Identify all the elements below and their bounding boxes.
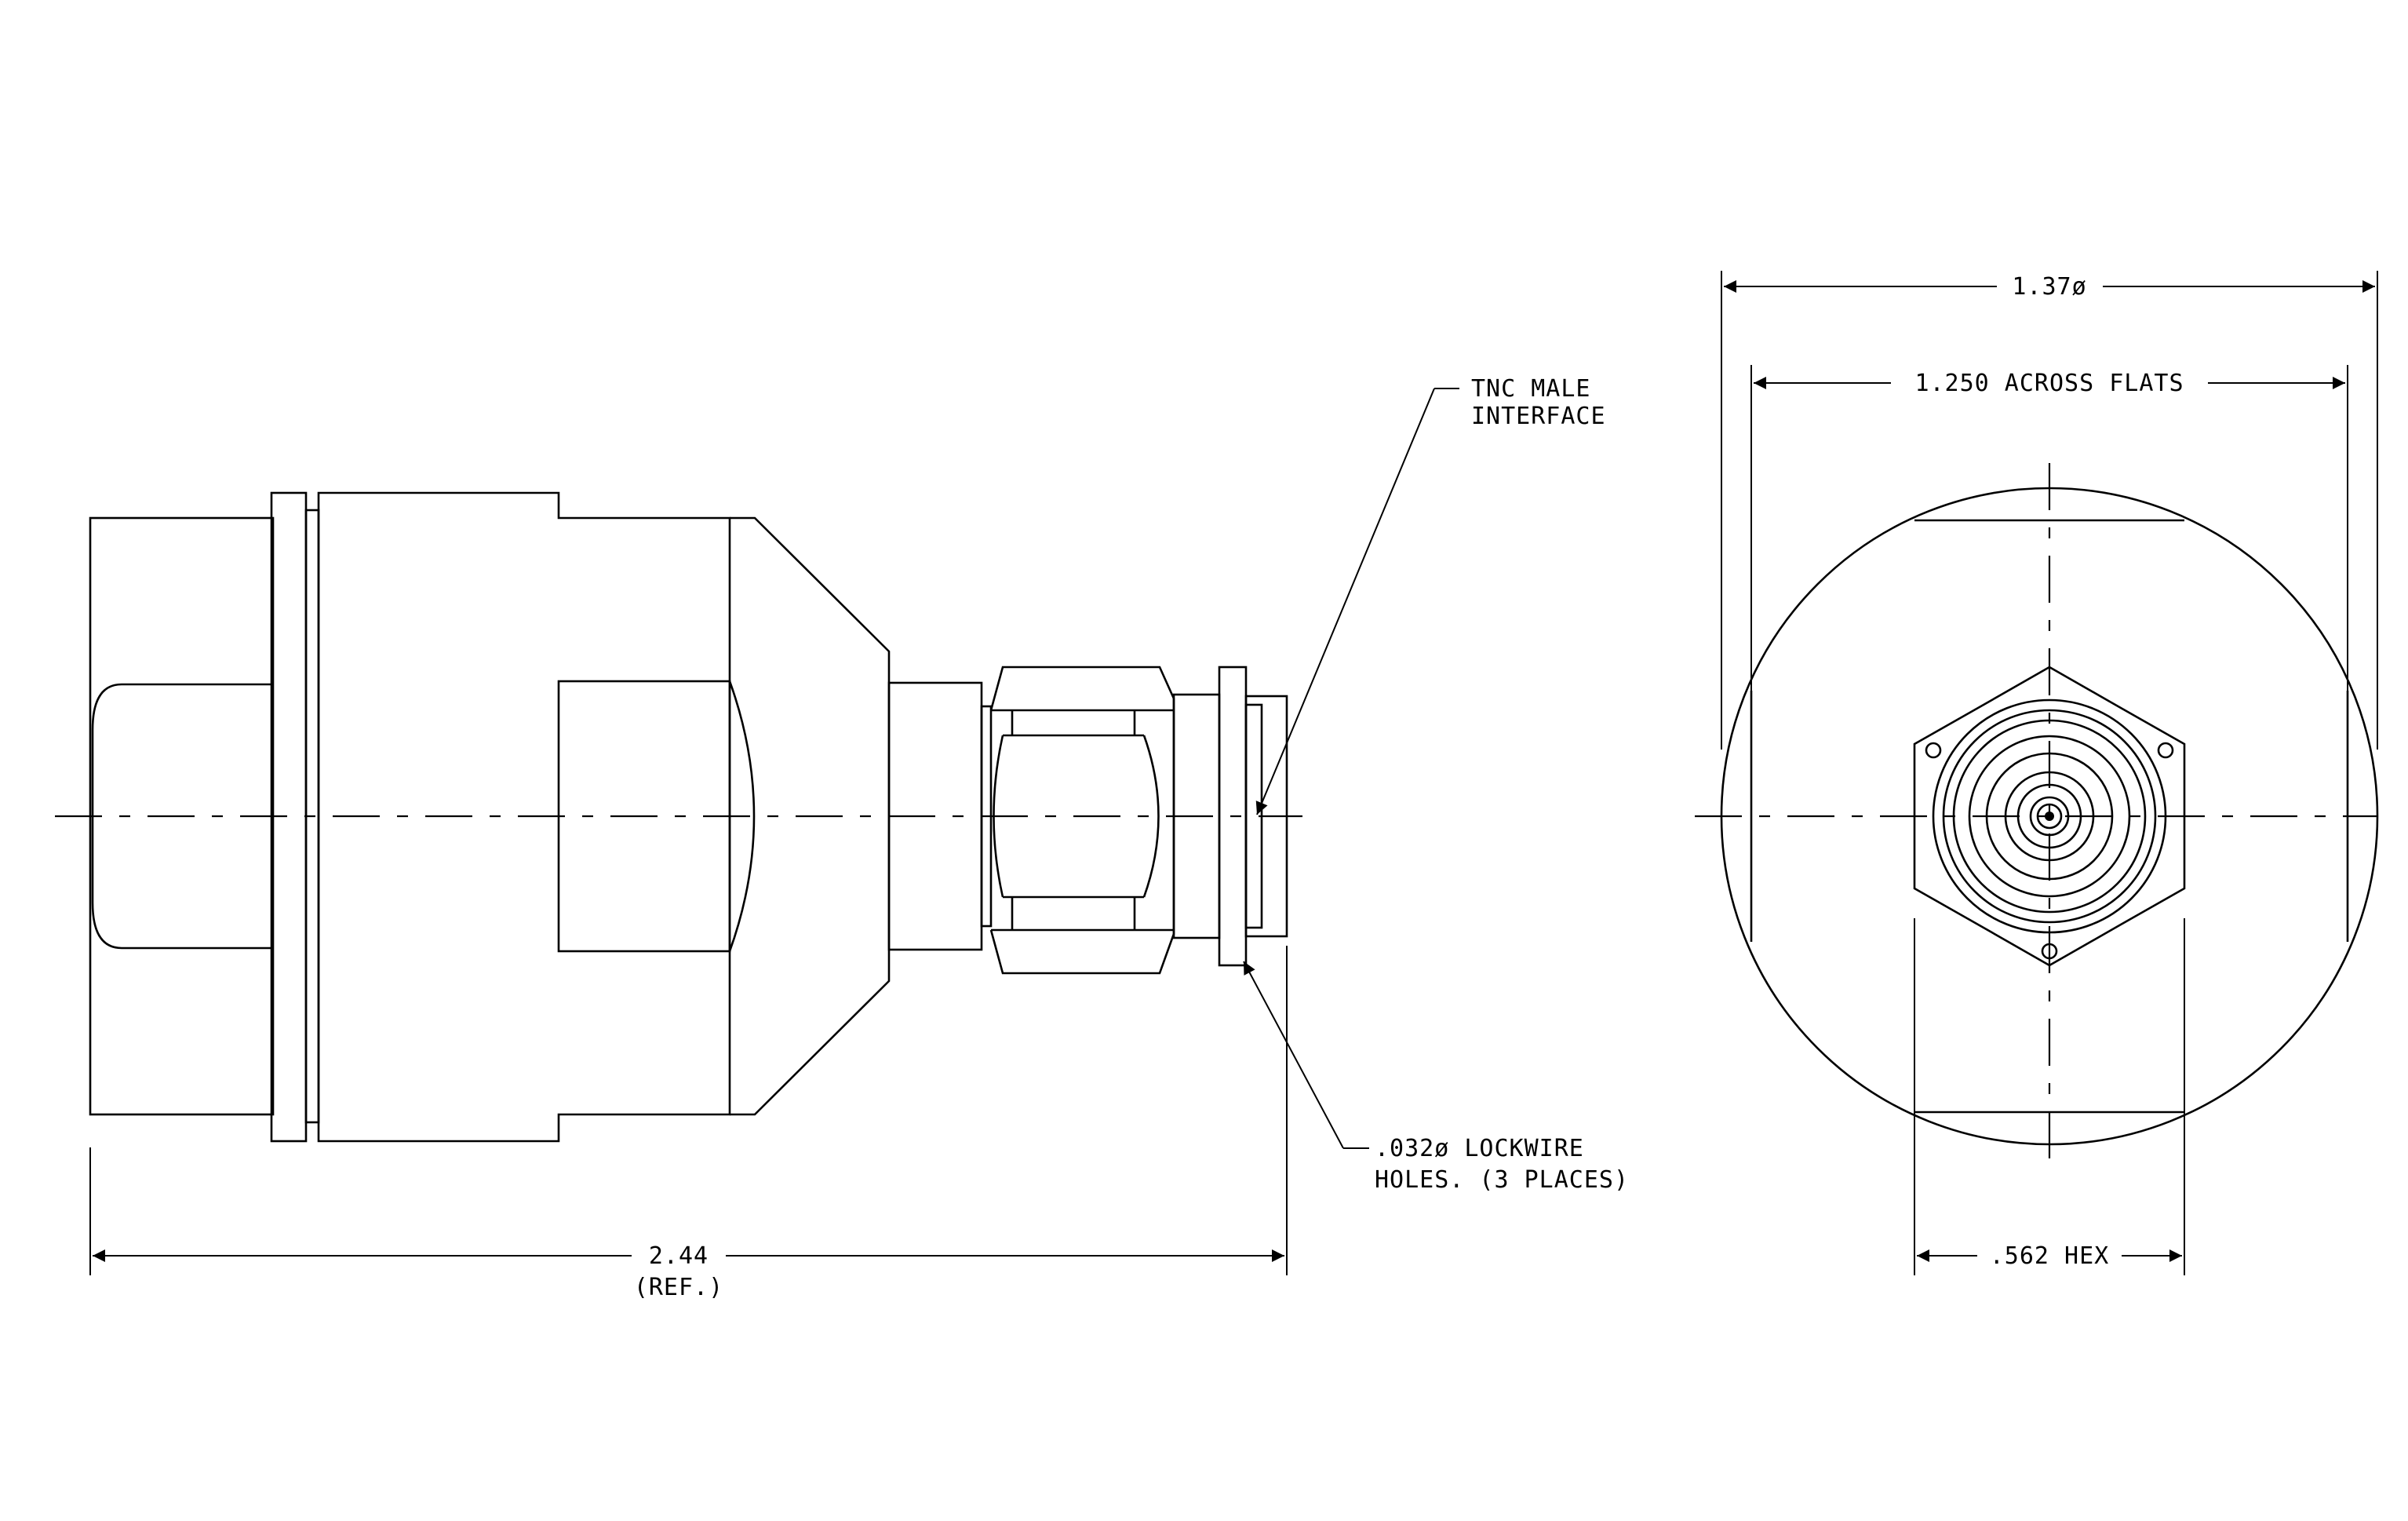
lockwire-callout: .032ø LOCKWIRE HOLES. (3 PLACES) [1243, 961, 1629, 1194]
across-flats-dimension: 1.250 ACROSS FLATS [1754, 370, 2345, 397]
hex-nut [1913, 666, 2186, 967]
tnc-tip [1244, 695, 1288, 938]
across-flats-label: 1.250 ACROSS FLATS [1914, 370, 2184, 397]
end-view: 1.37ø 1.250 ACROSS FLATS .562 HEX [1695, 271, 2379, 1275]
hex-label: .562 HEX [1990, 1242, 2110, 1270]
length-ref-label: (REF.) [634, 1274, 723, 1301]
lockwire-label-line1: .032ø LOCKWIRE [1375, 1135, 1584, 1162]
side-view: 2.44 (REF.) TNC MALE INTERFACE .032ø LOC… [55, 375, 1629, 1301]
interface-callout: TNC MALE INTERFACE [1255, 375, 1606, 815]
diameter-label: 1.37ø [2012, 273, 2086, 301]
lockwire-label-line2: HOLES. (3 PLACES) [1375, 1166, 1629, 1194]
lockwire-holes [1925, 742, 2174, 960]
outer-diameter-circle [1720, 487, 2379, 1146]
across-flats-lines [1750, 519, 2349, 1114]
end-view-extension-lines [1721, 271, 2378, 1275]
length-dimension: 2.44 (REF.) [93, 1242, 1284, 1301]
interface-rings [1932, 698, 2167, 934]
diameter-dimension: 1.37ø [1724, 273, 2375, 301]
interface-label-line1: TNC MALE [1471, 375, 1591, 403]
length-label: 2.44 [649, 1242, 709, 1270]
center-pin [2045, 812, 2054, 821]
hex-dimension: .562 HEX [1917, 1242, 2182, 1270]
interface-label-line2: INTERFACE [1471, 403, 1606, 430]
rear-body [89, 516, 275, 1116]
